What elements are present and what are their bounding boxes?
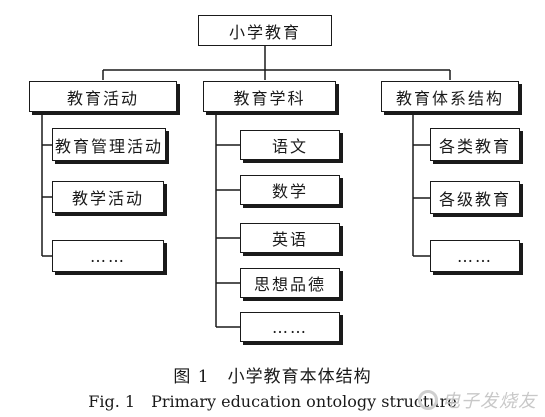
branch-node-subjects: 教育学科 — [203, 81, 336, 112]
logo-icon — [418, 390, 438, 410]
leaf-node: 各类教育 — [430, 128, 520, 161]
leaf-node: 语文 — [240, 130, 340, 160]
root-node: 小学教育 — [198, 15, 332, 46]
watermark: 电子发烧友 — [418, 387, 537, 413]
figure-caption-en: Fig. 1 Primary education ontology struct… — [88, 392, 457, 411]
leaf-node: 英语 — [240, 223, 340, 253]
leaf-node: …… — [52, 240, 164, 272]
leaf-node: 教育管理活动 — [52, 128, 166, 161]
watermark-text: 电子发烧友 — [442, 391, 537, 411]
leaf-node: 思想品德 — [240, 268, 340, 298]
figure-caption-cn: 图 1 小学教育本体结构 — [173, 367, 372, 387]
branch-node-system: 教育体系结构 — [381, 81, 519, 112]
leaf-node: 教学活动 — [52, 181, 164, 213]
leaf-node: …… — [430, 240, 520, 272]
leaf-node: …… — [240, 312, 340, 342]
leaf-node: 各级教育 — [430, 181, 520, 214]
branch-node-activities: 教育活动 — [29, 81, 177, 112]
leaf-node: 数学 — [240, 175, 340, 205]
